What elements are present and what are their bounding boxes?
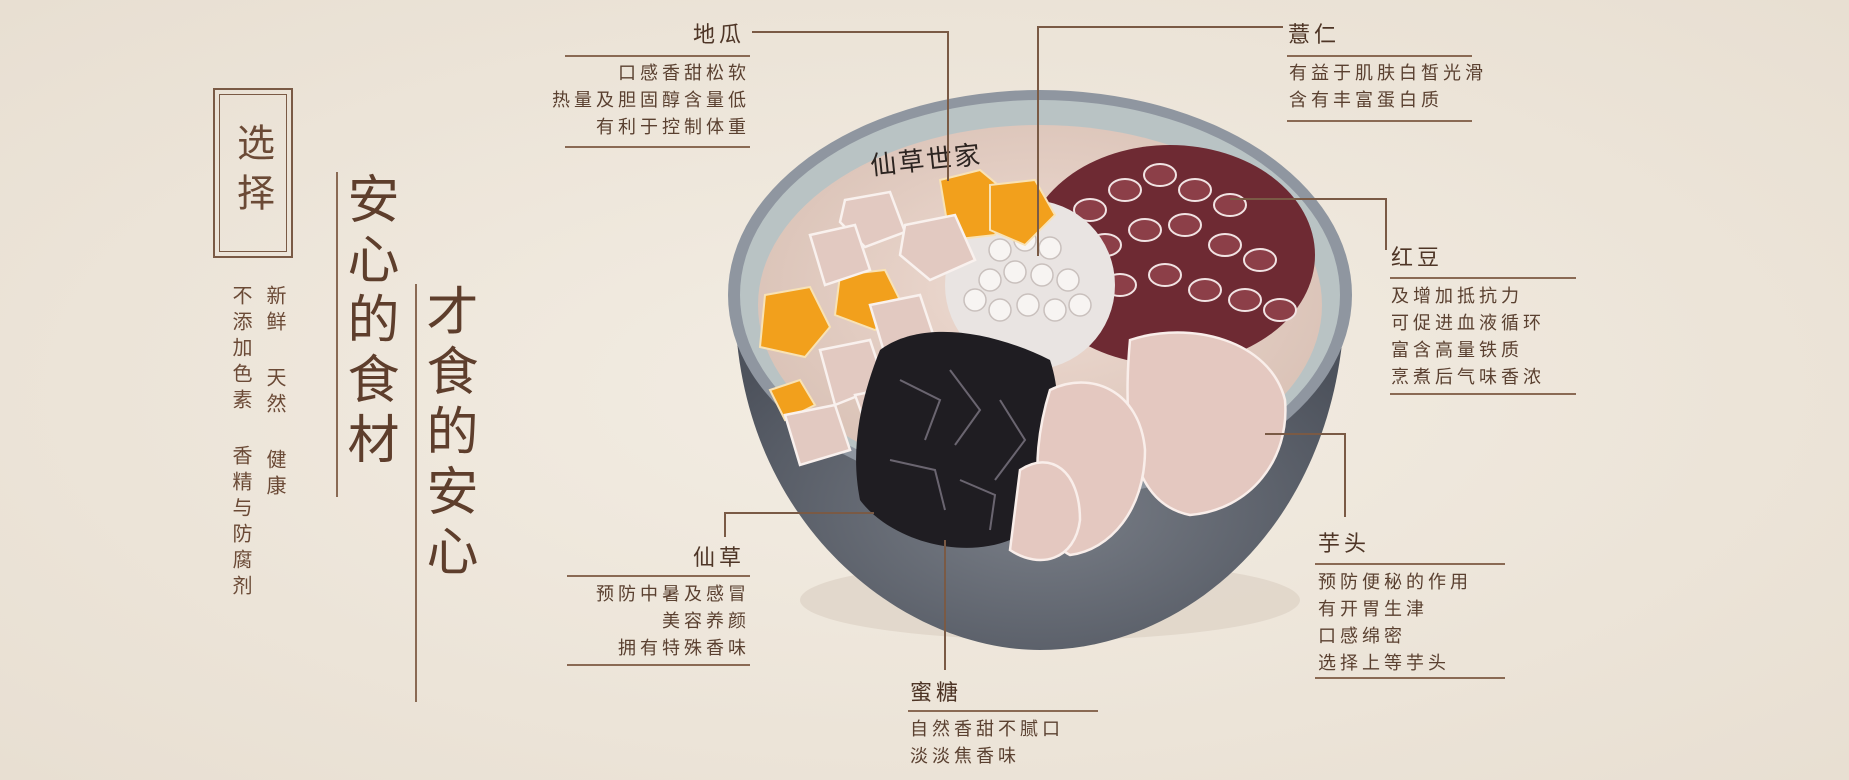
desc-line: 预防中暑及感冒 bbox=[596, 584, 750, 605]
desc-line: 美容养颜 bbox=[662, 611, 750, 632]
desc-line: 含有丰富蛋白质 bbox=[1289, 90, 1443, 111]
desc-line: 拥有特殊香味 bbox=[618, 638, 750, 659]
desc-line: 自然香甜不腻口 bbox=[910, 719, 1064, 740]
leader-line bbox=[1385, 198, 1387, 250]
divider bbox=[567, 575, 750, 577]
desc-line: 烹煮后气味香浓 bbox=[1391, 367, 1545, 388]
divider bbox=[565, 146, 750, 148]
desc-line: 及增加抵抗力 bbox=[1391, 286, 1523, 307]
divider bbox=[1287, 120, 1472, 122]
divider bbox=[1315, 677, 1505, 679]
ingredient-label-mitang: 蜜糖 bbox=[910, 681, 963, 706]
ingredient-desc-digua: 口感香甜松软 热量及胆固醇含量低 有利于控制体重 bbox=[545, 60, 750, 141]
leader-line bbox=[1230, 198, 1386, 200]
leader-line bbox=[944, 540, 946, 670]
desc-line: 口感绵密 bbox=[1318, 626, 1406, 647]
desc-line: 有利于控制体重 bbox=[596, 117, 750, 138]
divider-left bbox=[336, 172, 338, 497]
divider bbox=[1315, 563, 1505, 565]
desc-line: 选择上等芋头 bbox=[1318, 653, 1450, 674]
leader-line bbox=[752, 31, 948, 33]
ingredient-label-xiancao: 仙草 bbox=[693, 546, 746, 571]
desc-line: 热量及胆固醇含量低 bbox=[552, 90, 750, 111]
leader-line bbox=[724, 512, 726, 537]
divider bbox=[1287, 55, 1472, 57]
divider bbox=[567, 664, 750, 666]
headline-right: 才食的安心 bbox=[417, 284, 477, 584]
desc-line: 有开胃生津 bbox=[1318, 599, 1428, 620]
divider bbox=[908, 710, 1098, 712]
ingredient-desc-yutou: 预防便秘的作用 有开胃生津 口感绵密 选择上等芋头 bbox=[1318, 569, 1472, 677]
feature-text-natural: 新鲜 天然 健康 bbox=[263, 285, 287, 501]
leader-line bbox=[1344, 433, 1346, 517]
ingredient-desc-mitang: 自然香甜不腻口 淡淡焦香味 bbox=[910, 716, 1064, 770]
divider-right bbox=[415, 284, 417, 702]
ingredient-label-digua: 地瓜 bbox=[693, 23, 746, 48]
desc-line: 预防便秘的作用 bbox=[1318, 572, 1472, 593]
leader-line bbox=[1037, 26, 1283, 28]
ingredient-label-yiren: 薏仁 bbox=[1288, 23, 1341, 48]
desc-line: 淡淡焦香味 bbox=[910, 746, 1020, 767]
leader-line bbox=[1265, 433, 1345, 435]
ingredient-desc-yiren: 有益于肌肤白皙光滑 含有丰富蛋白质 bbox=[1289, 60, 1487, 114]
desc-line: 可促进血液循环 bbox=[1391, 313, 1545, 334]
ingredient-desc-hongdou: 及增加抵抗力 可促进血液循环 富含高量铁质 烹煮后气味香浓 bbox=[1391, 283, 1545, 391]
select-title-box: 选择 bbox=[213, 88, 293, 258]
select-title: 选择 bbox=[219, 94, 287, 252]
leader-line bbox=[947, 31, 949, 181]
headline-left: 安心的食材 bbox=[338, 172, 398, 472]
leader-line bbox=[1037, 26, 1039, 256]
feature-text-additives: 不添加色素 香精与防腐剂 bbox=[229, 285, 253, 601]
divider bbox=[1390, 393, 1576, 395]
leader-line bbox=[724, 512, 874, 514]
desc-line: 口感香甜松软 bbox=[618, 63, 750, 84]
desc-line: 有益于肌肤白皙光滑 bbox=[1289, 63, 1487, 84]
ingredient-label-hongdou: 红豆 bbox=[1391, 246, 1444, 271]
ingredient-desc-xiancao: 预防中暑及感冒 美容养颜 拥有特殊香味 bbox=[545, 581, 750, 662]
divider bbox=[565, 55, 750, 57]
divider bbox=[1390, 277, 1576, 279]
desc-line: 富含高量铁质 bbox=[1391, 340, 1523, 361]
ingredient-label-yutou: 芋头 bbox=[1318, 532, 1371, 557]
